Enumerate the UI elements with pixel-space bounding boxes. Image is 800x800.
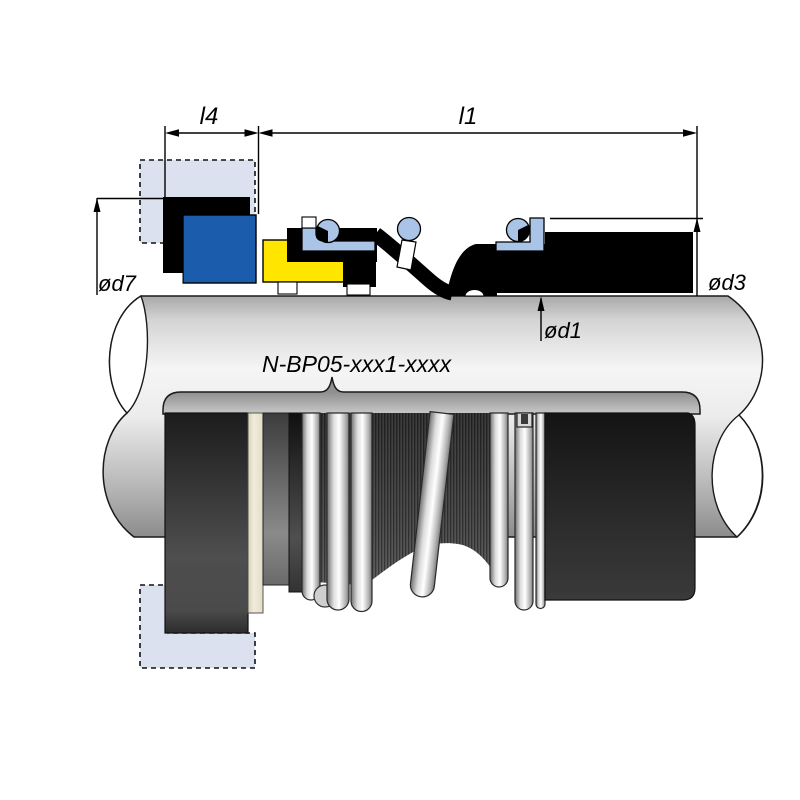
shaft-break-left — [108, 294, 149, 415]
shaft-break-right — [711, 414, 763, 538]
dim-l4: l4 — [200, 103, 219, 130]
oring-middle — [396, 216, 422, 242]
spring-coil-4 — [409, 410, 455, 598]
retainer-left — [301, 227, 376, 252]
spring-coil-5 — [489, 412, 509, 588]
spring-section-band — [396, 239, 417, 271]
lower-assembly — [139, 376, 701, 669]
seat-ring — [247, 412, 264, 614]
dim-d1: ød1 — [544, 318, 582, 343]
dim-d3: ød3 — [708, 270, 747, 295]
part-number: N-BP05-xxx1-xxxx — [262, 351, 453, 377]
cartridge-sleeve — [162, 376, 701, 415]
drive-collar-left — [164, 412, 249, 634]
retainer-right — [495, 217, 545, 252]
retainer-ring — [288, 412, 303, 593]
spring-housing-black — [545, 232, 693, 293]
spring-coil-1 — [301, 412, 321, 601]
spring-coil-7 — [535, 412, 546, 610]
seat-blue — [182, 214, 257, 284]
spring-coil-2 — [326, 412, 350, 611]
upper-assembly — [139, 159, 693, 301]
spring-coil-6 — [514, 412, 534, 611]
drive-collar-right — [544, 412, 696, 601]
face-ring — [262, 412, 290, 586]
spring-coil-3 — [350, 412, 373, 613]
dimension-lines: l4 l1 ød3 ød7 ød1 — [93, 103, 747, 343]
dim-d7: ød7 — [98, 271, 137, 296]
dim-l1: l1 — [459, 103, 478, 130]
bellows-section — [370, 228, 454, 301]
